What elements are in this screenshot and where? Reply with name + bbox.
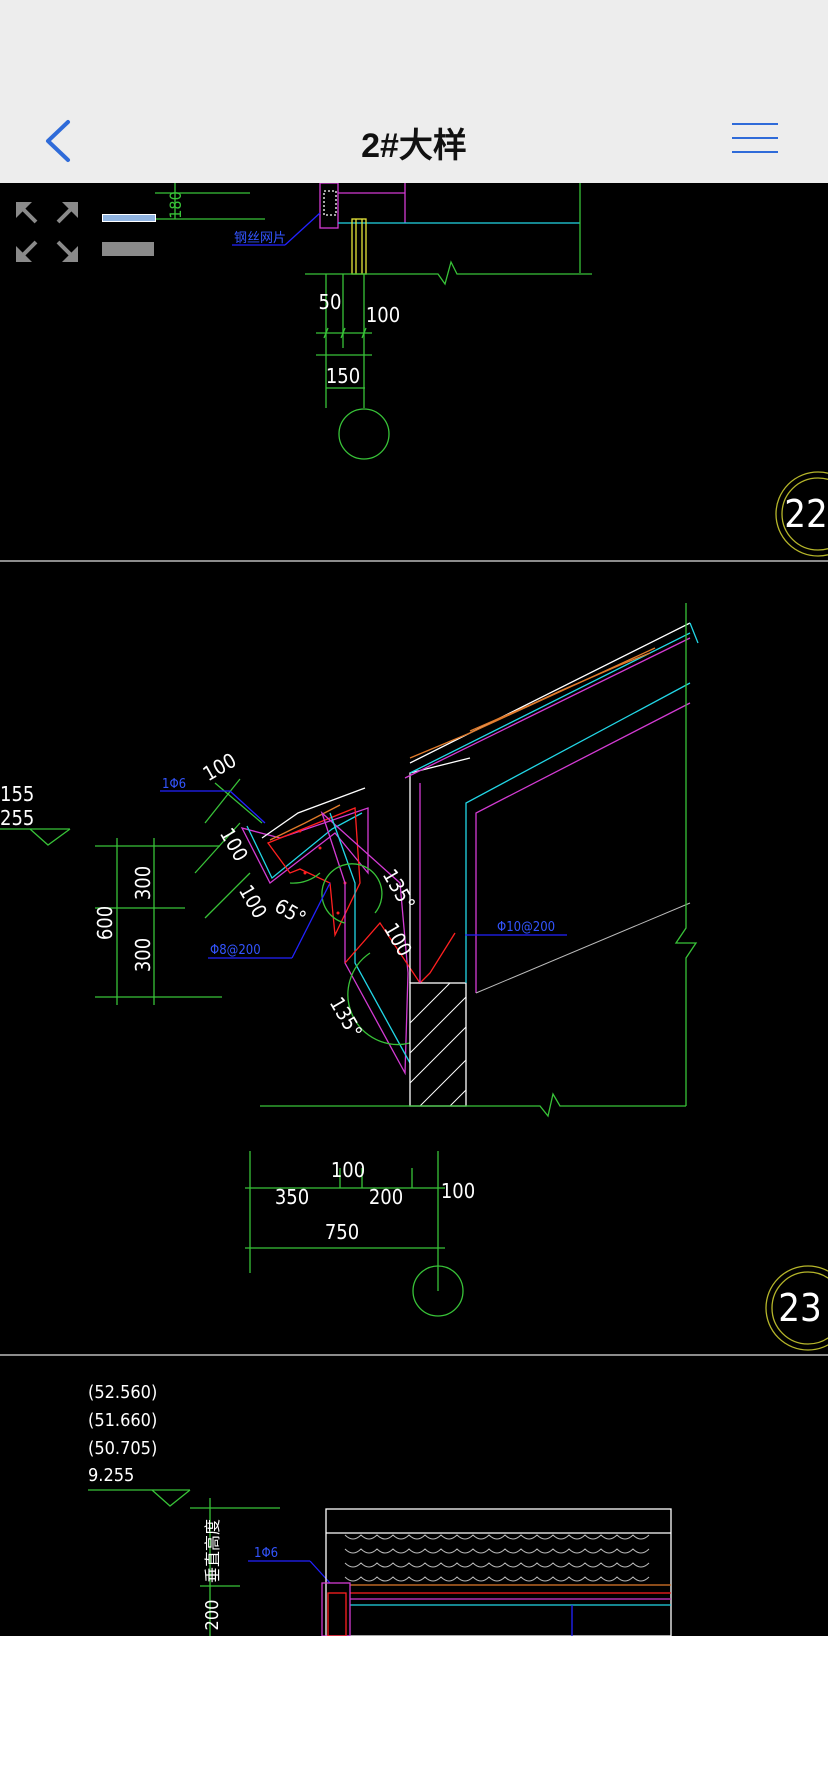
line-weight-thin-toggle[interactable] [102, 214, 156, 222]
angle-label: 135° [378, 865, 420, 915]
detail-22: 180 钢丝网片 50 10 [155, 183, 828, 557]
callout-label: 钢丝网片 [234, 231, 286, 246]
dim-text: 150 [326, 364, 360, 388]
dim-text: 300 [131, 938, 155, 972]
elevation-label: 255 [0, 806, 34, 830]
elevation-label: (52.560) [88, 1382, 157, 1403]
rebar-label: Φ10@200 [497, 920, 555, 935]
hamburger-menu-icon [732, 123, 778, 153]
detail-number: 23 [778, 1286, 822, 1330]
dim-text: 100 [379, 919, 417, 961]
dim-text: 100 [441, 1179, 475, 1203]
detail-number: 22 [784, 492, 828, 536]
detail-bottom: (52.560) (51.660) (50.705) 9.255 垂直高度 20… [88, 1382, 672, 1636]
dim-text: 100 [331, 1158, 365, 1182]
line-weight-thick-toggle[interactable] [102, 242, 154, 256]
bottom-toolbar [0, 1636, 828, 1792]
elevation-label: (51.660) [88, 1410, 157, 1431]
angle-label: 135° [325, 993, 367, 1043]
menu-button[interactable] [728, 118, 782, 158]
angle-label: 65° [271, 894, 311, 931]
view-tools [14, 200, 164, 280]
dim-text: 100 [366, 303, 400, 327]
dim-text: 200 [369, 1185, 403, 1209]
rebar-label: Φ8@200 [210, 943, 261, 958]
drawing-canvas[interactable]: 180 钢丝网片 50 10 [0, 183, 828, 1636]
dim-text: 100 [199, 748, 241, 786]
dim-text: 200 [202, 1600, 223, 1631]
dim-text: 750 [325, 1220, 359, 1244]
dim-text: 100 [234, 881, 272, 923]
rebar-label: 1Φ6 [254, 1546, 278, 1561]
vertical-label: 垂直高度 [203, 1519, 222, 1583]
dim-text: 300 [131, 866, 155, 900]
dim-text: 600 [93, 906, 117, 940]
back-button[interactable] [38, 118, 78, 164]
fullscreen-icon[interactable] [14, 200, 164, 280]
page-title: 2#大样 [361, 127, 467, 165]
cad-drawing: 180 钢丝网片 50 10 [0, 183, 828, 1636]
detail-23: 155 255 600 300 300 [0, 603, 828, 1351]
rebar-label: 1Φ6 [162, 777, 186, 792]
navigation-bar: 2#大样 [0, 0, 828, 183]
dim-text: 350 [275, 1185, 309, 1209]
elevation-label: 155 [0, 782, 34, 806]
elevation-label: (50.705) [88, 1438, 157, 1459]
chevron-left-icon [46, 120, 70, 162]
dim-text: 50 [319, 290, 342, 314]
dim-text: 180 [166, 191, 185, 218]
elevation-label: 9.255 [88, 1465, 134, 1486]
